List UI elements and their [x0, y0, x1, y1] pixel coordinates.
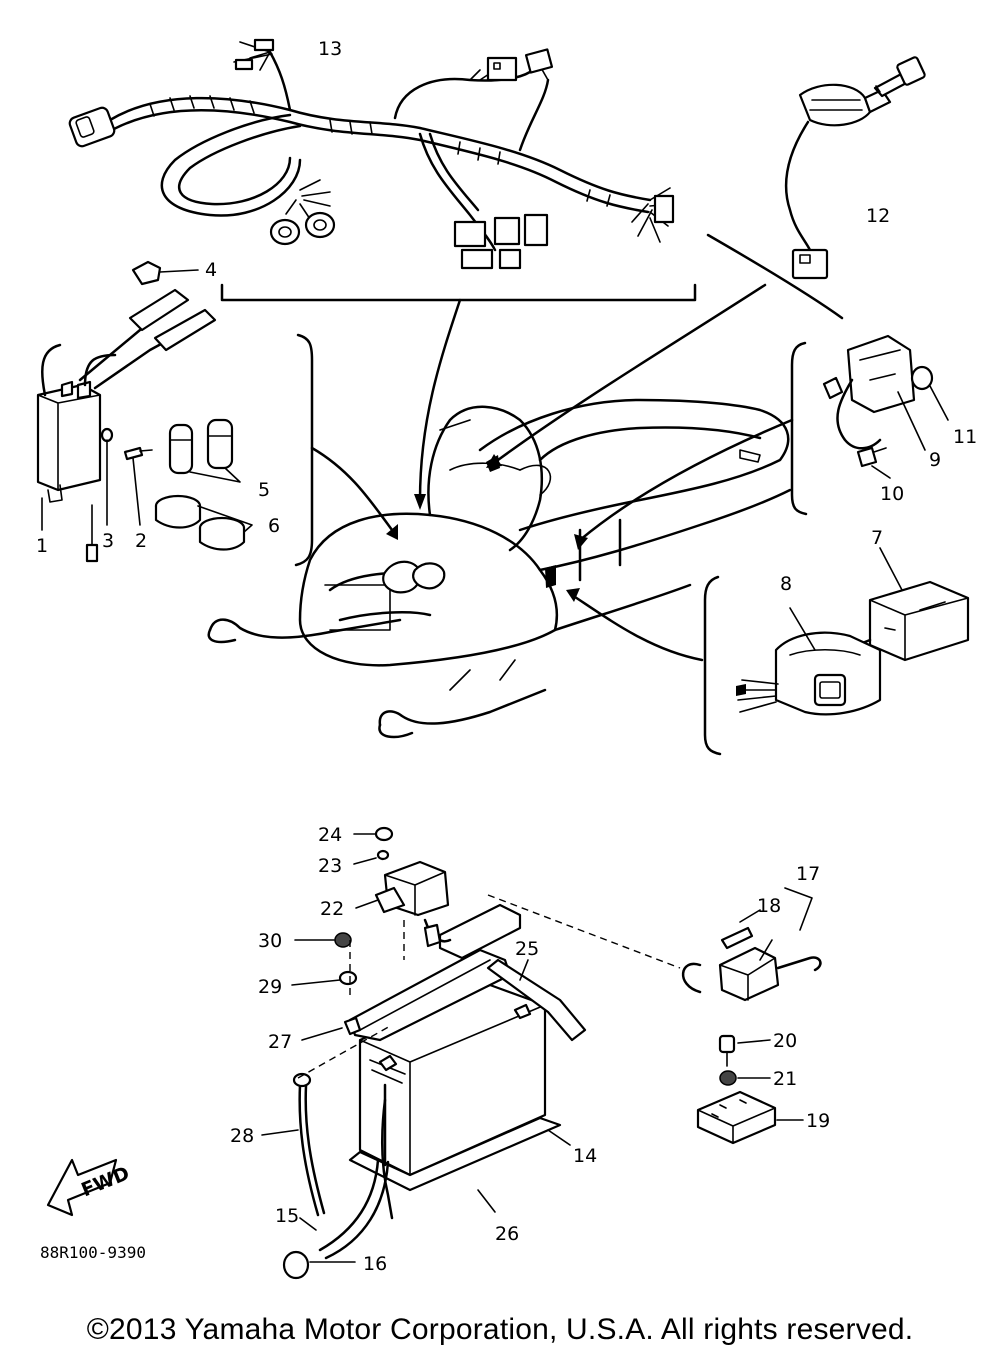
- label-13: 13: [318, 38, 342, 60]
- label-6: 6: [268, 515, 280, 537]
- coil-leader: [310, 446, 394, 532]
- figure-code: 88R100-9390: [40, 1243, 146, 1262]
- label-29: 29: [258, 976, 282, 998]
- label-8: 8: [780, 573, 792, 595]
- label-12: 12: [866, 205, 890, 227]
- label-25: 25: [515, 938, 539, 960]
- label-23: 23: [318, 855, 342, 877]
- label-9: 9: [929, 449, 941, 471]
- label-20: 20: [773, 1030, 797, 1052]
- switch-bracket: [706, 233, 844, 320]
- label-28: 28: [230, 1125, 254, 1147]
- small-parts-group[interactable]: [681, 887, 822, 1145]
- label-7: 7: [871, 527, 883, 549]
- battery-assembly[interactable]: [261, 826, 681, 1280]
- harness-leader: [418, 298, 462, 502]
- label-14: 14: [573, 1145, 597, 1167]
- label-3: 3: [102, 530, 114, 552]
- wire-harness[interactable]: [68, 38, 675, 270]
- label-15: 15: [275, 1205, 299, 1227]
- forward-arrow-badge: FWD: [46, 1158, 133, 1217]
- regulator-leader: [578, 418, 794, 542]
- label-17: 17: [796, 863, 820, 885]
- label-2: 2: [135, 530, 147, 552]
- switch-group-leader: [570, 593, 704, 662]
- ignition-switch[interactable]: [784, 56, 926, 280]
- harness-bracket: [220, 283, 697, 302]
- label-4: 4: [205, 259, 217, 281]
- label-26: 26: [495, 1223, 519, 1245]
- label-24: 24: [318, 824, 342, 846]
- label-10: 10: [880, 483, 904, 505]
- handlebar-switch-group[interactable]: [736, 547, 970, 716]
- regulator-bracket: [790, 341, 808, 516]
- ignition-coil-group[interactable]: [36, 260, 253, 563]
- label-19: 19: [806, 1110, 830, 1132]
- copyright-notice: ©2013 Yamaha Motor Corporation, U.S.A. A…: [86, 1313, 914, 1346]
- coil-bracket: [294, 333, 314, 567]
- label-1: 1: [36, 535, 48, 557]
- label-27: 27: [268, 1031, 292, 1053]
- label-18: 18: [757, 895, 781, 917]
- part-number-labels: 13 12 4 5 6 1 3 2 11 9 10 7 8 24 23 22 3…: [36, 38, 977, 1275]
- label-5: 5: [258, 479, 270, 501]
- snowmobile-body: [207, 398, 792, 739]
- label-11: 11: [953, 426, 977, 448]
- label-22: 22: [320, 898, 344, 920]
- label-21: 21: [773, 1068, 797, 1090]
- switch-group-bracket: [703, 575, 722, 756]
- regulator-group[interactable]: [822, 334, 949, 479]
- label-30: 30: [258, 930, 282, 952]
- switch-leader: [496, 283, 767, 462]
- label-16: 16: [363, 1253, 387, 1275]
